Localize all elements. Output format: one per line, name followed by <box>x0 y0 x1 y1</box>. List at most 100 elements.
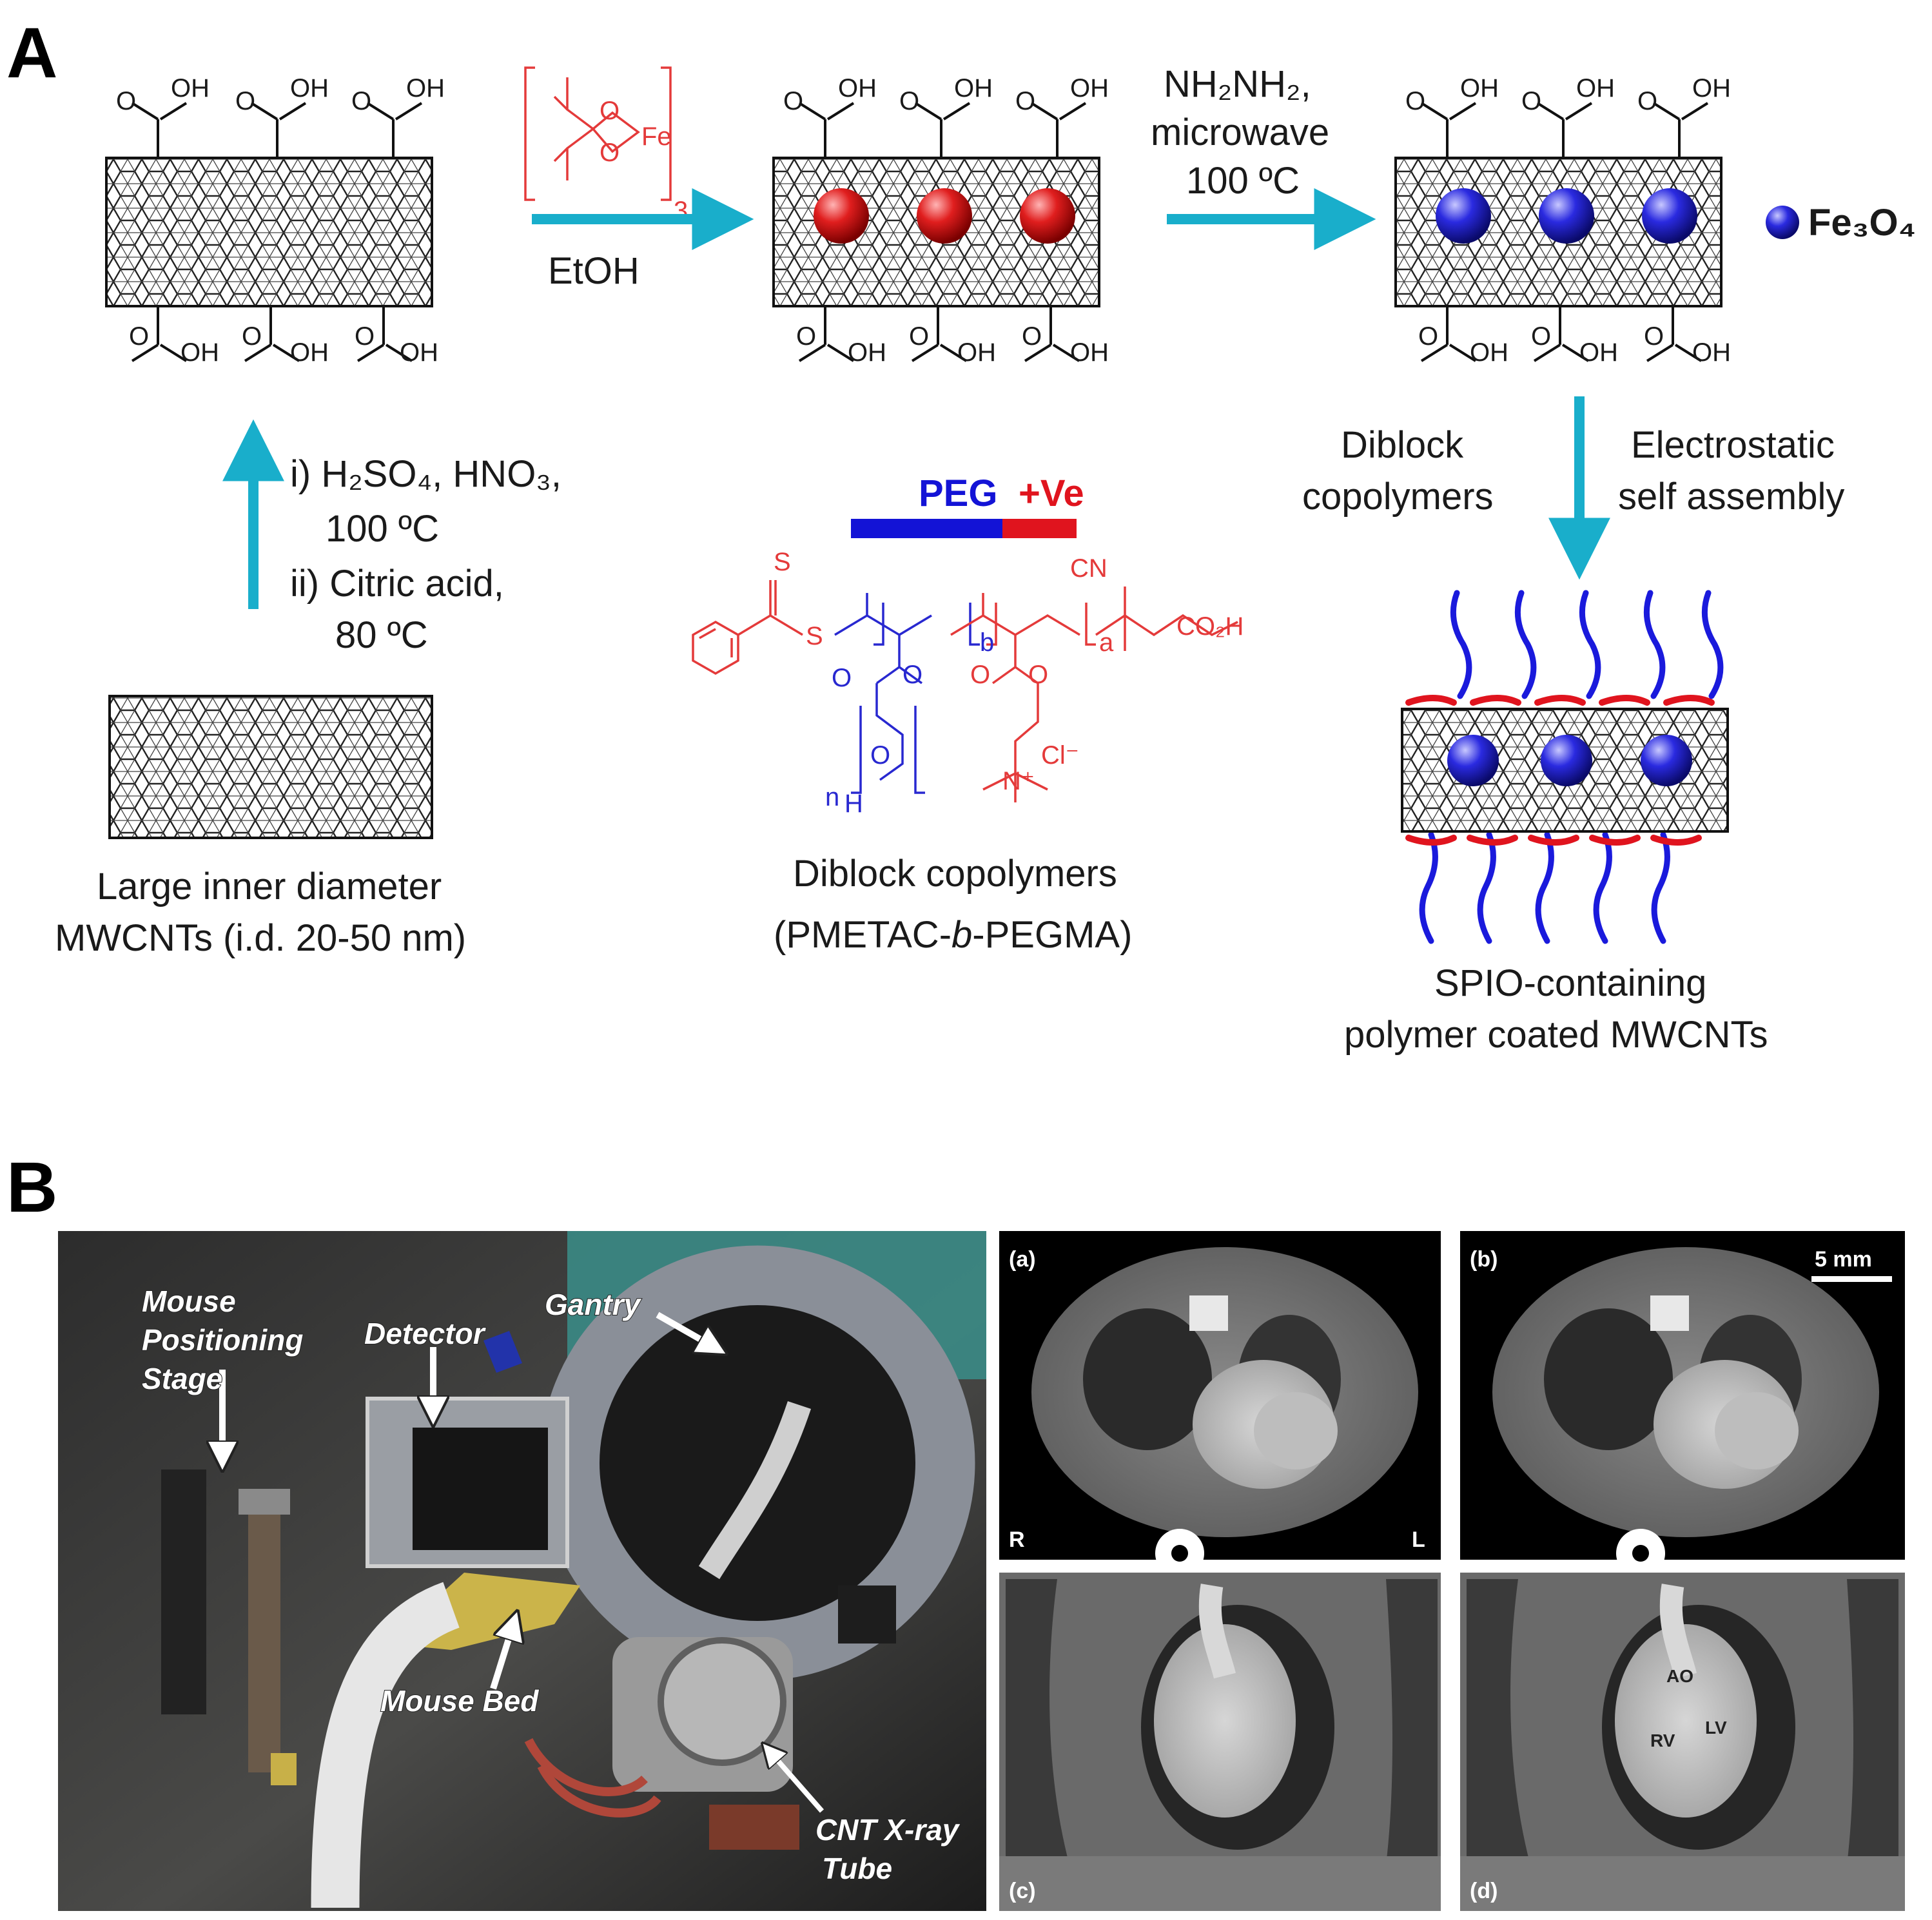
peg-block-bar <box>851 519 1002 538</box>
ct-label-ao: AO <box>1666 1666 1693 1686</box>
ct-panel-c <box>999 1573 1441 1911</box>
svg-text:O: O <box>899 87 919 115</box>
fe3o4-particle <box>1436 188 1491 244</box>
scale-bar <box>1811 1276 1892 1282</box>
svg-text:O: O <box>116 87 136 115</box>
ct-panel-d <box>1460 1573 1905 1911</box>
svg-text:S: S <box>774 548 791 576</box>
copolymer-labels: S S b a CN CO₂H O O O n H O O N⁺ Cl⁻ <box>774 548 1244 818</box>
svg-text:O: O <box>351 87 371 115</box>
fe3o4-particle <box>1539 188 1594 244</box>
svg-text:O: O <box>909 322 929 351</box>
label-tube-2: Tube <box>822 1852 892 1885</box>
label-mouse-stage-2: Positioning <box>142 1323 303 1357</box>
svg-text:O: O <box>1405 87 1425 115</box>
scale-bar-label: 5 mm <box>1815 1247 1872 1272</box>
svg-text:Cl⁻: Cl⁻ <box>1041 741 1079 770</box>
fe3o4-loaded-mwcnt <box>1394 102 1722 362</box>
svg-text:OH: OH <box>1692 74 1731 102</box>
svg-text:OH: OH <box>1576 74 1615 102</box>
ct-label-lv: LV <box>1705 1718 1727 1738</box>
positioning-stage <box>248 1495 280 1772</box>
svg-text:OH: OH <box>1070 74 1109 102</box>
legend-fe3o4-label: Fe₃O₄ <box>1808 202 1916 244</box>
positive-label: +Ve <box>1019 472 1084 514</box>
svg-text:O: O <box>970 661 990 689</box>
oxidation-line1: i) H₂SO₄, HNO₃, <box>290 453 561 495</box>
red-particle <box>814 188 869 244</box>
svg-text:O: O <box>242 322 262 351</box>
svg-text:OH: OH <box>1470 338 1508 367</box>
red-particle <box>1020 188 1075 244</box>
svg-text:n: n <box>825 783 839 811</box>
label-mouse-stage-1: Mouse <box>142 1285 236 1318</box>
svg-text:O: O <box>1028 661 1048 689</box>
svg-text:OH: OH <box>848 338 886 367</box>
coated-mwcnt <box>1401 590 1729 944</box>
copolymer-structure <box>692 580 1238 802</box>
carboxyl-labels-2: O OH O OH O OH O OH O OH O OH <box>783 74 1109 367</box>
svg-text:O: O <box>1418 322 1438 351</box>
red-particle <box>917 188 972 244</box>
ct-label-l: L <box>1412 1527 1425 1552</box>
svg-text:O: O <box>1022 322 1042 351</box>
label-mouse-bed: Mouse Bed <box>380 1684 539 1718</box>
step1-solvent: EtOH <box>548 250 639 292</box>
panel-letter-b: B <box>6 1148 57 1227</box>
carboxyl-labels-3: O OH O OH O OH O OH O OH O OH <box>1405 74 1731 367</box>
ct-label-rv: RV <box>1650 1731 1675 1750</box>
svg-text:N⁺: N⁺ <box>1002 767 1035 795</box>
assembly-line2: self assembly <box>1618 476 1844 518</box>
svg-text:OH: OH <box>181 338 219 367</box>
svg-text:CO₂H: CO₂H <box>1176 612 1244 641</box>
svg-text:OH: OH <box>1579 338 1618 367</box>
svg-text:O: O <box>1531 322 1551 351</box>
svg-text:OH: OH <box>290 74 329 102</box>
svg-text:OH: OH <box>290 338 329 367</box>
svg-text:OH: OH <box>1070 338 1109 367</box>
svg-text:O: O <box>796 322 816 351</box>
micro-ct-photo <box>58 1231 986 1911</box>
pristine-mwcnt <box>108 695 433 839</box>
svg-text:CN: CN <box>1070 554 1107 583</box>
label-mouse-stage-3: Stage <box>142 1362 222 1395</box>
carboxyl-labels-1: O OH O OH O OH O OH O OH O OH <box>116 74 445 367</box>
fe3o4-particle <box>1541 735 1592 786</box>
fe3o4-particle <box>1447 735 1499 786</box>
ct-label-c: (c) <box>1009 1879 1036 1903</box>
positive-block-bar <box>1002 519 1077 538</box>
carboxyl-groups-bottom-1 <box>131 306 413 362</box>
svg-text:OH: OH <box>400 338 438 367</box>
product-caption-line2: polymer coated MWCNTs <box>1344 1014 1768 1056</box>
oxidized-mwcnt <box>105 102 433 362</box>
svg-text:b: b <box>980 628 994 657</box>
peg-label: PEG <box>919 472 998 514</box>
fe3o4-particle <box>1641 735 1692 786</box>
svg-text:O: O <box>1521 87 1541 115</box>
fe-label: Fe <box>641 122 672 151</box>
start-caption-line1: Large inner diameter <box>97 866 442 907</box>
svg-text:H: H <box>844 790 863 818</box>
fe-acac-reagent <box>524 66 672 201</box>
oxidation-line2: 100 ºC <box>326 508 439 550</box>
label-gantry: Gantry <box>545 1288 642 1321</box>
fe3o4-particle <box>1642 188 1697 244</box>
svg-text:a: a <box>1099 628 1114 657</box>
svg-text:OH: OH <box>954 74 993 102</box>
panel-letter-a: A <box>6 14 57 93</box>
svg-text:O: O <box>903 661 922 689</box>
svg-text:O: O <box>1015 87 1035 115</box>
svg-text:OH: OH <box>1692 338 1731 367</box>
precursor-loaded-mwcnt <box>772 102 1100 362</box>
step2-line2: microwave <box>1151 112 1329 153</box>
ct-label-d: (d) <box>1470 1879 1498 1903</box>
svg-text:O: O <box>870 741 890 770</box>
ct-label-b: (b) <box>1470 1247 1498 1272</box>
label-detector: Detector <box>364 1317 486 1350</box>
svg-text:O: O <box>600 97 620 125</box>
oxidation-line3: ii) Citric acid, <box>290 563 504 605</box>
svg-text:O: O <box>783 87 803 115</box>
legend-fe3o4-swatch <box>1766 206 1799 239</box>
step2-line3: 100 ºC <box>1186 160 1300 202</box>
